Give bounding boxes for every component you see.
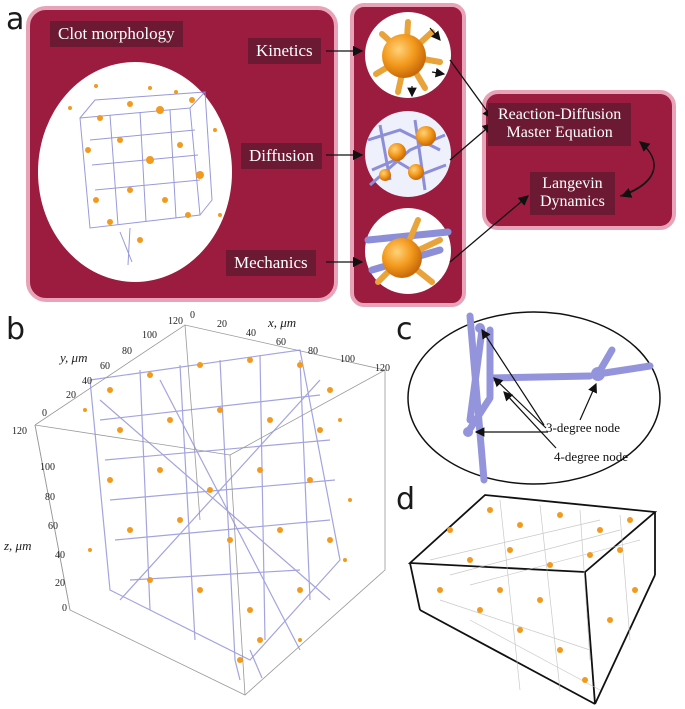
- clot-morphology-label: Clot morphology: [50, 21, 183, 47]
- panel-c-node-diagram: 3-degree node 4-degree node: [407, 311, 661, 485]
- z-tick-100: 100: [40, 462, 55, 473]
- z-tick-80: 80: [45, 492, 55, 503]
- rdme-line-2: Master Equation: [506, 124, 613, 142]
- x-tick-100: 100: [340, 354, 355, 365]
- y-tick-120: 120: [168, 316, 183, 327]
- label-3-degree-node: 3-degree node: [546, 420, 620, 435]
- mechanics-platelet-icon: [364, 217, 452, 285]
- x-tick-0: 0: [190, 310, 195, 321]
- panel-letter-a: a: [6, 2, 25, 37]
- z-tick-120: 120: [12, 426, 27, 437]
- y-tick-40: 40: [82, 376, 92, 387]
- fiber-network: [89, 349, 341, 681]
- langevin-line-1: Langevin: [542, 175, 603, 192]
- langevin-line-2: Dynamics: [540, 193, 605, 211]
- panel-letter-d: d: [396, 482, 416, 517]
- z-tick-0: 0: [62, 603, 67, 614]
- slab-platelets: [437, 507, 638, 683]
- panel-d-slab-diagram: [407, 494, 658, 705]
- panel-b-3d-plot: 0 20 40 60 80 100 120 0 20 40 60 80 100 …: [3, 310, 390, 696]
- x-tick-40: 40: [246, 328, 256, 339]
- rdme-line-1: Reaction-Diffusion: [498, 106, 622, 123]
- z-axis-label: z, μm: [3, 538, 31, 553]
- kinetics-label: Kinetics: [248, 38, 321, 64]
- kinetics-platelet-icon: [373, 19, 446, 98]
- y-tick-0: 0: [42, 408, 47, 419]
- y-tick-80: 80: [122, 346, 132, 357]
- x-axis-label: x, μm: [267, 315, 296, 330]
- panel-letter-b: b: [6, 312, 26, 347]
- z-tick-40: 40: [55, 550, 65, 561]
- langevin-label: Langevin Dynamics: [530, 172, 615, 215]
- x-tick-80: 80: [308, 346, 318, 357]
- diffusion-network-icon: [367, 119, 447, 191]
- mechanics-label: Mechanics: [226, 250, 316, 276]
- y-tick-100: 100: [142, 330, 157, 341]
- panel-letter-c: c: [396, 312, 413, 347]
- clot-morphology-image: [68, 84, 222, 266]
- z-tick-20: 20: [55, 578, 65, 589]
- label-4-degree-node: 4-degree node: [554, 449, 628, 464]
- x-tick-60: 60: [276, 337, 286, 348]
- x-tick-20: 20: [217, 319, 227, 330]
- clot-morphology-ellipse: [38, 62, 232, 282]
- y-axis-label: y, μm: [58, 350, 87, 365]
- platelets: [83, 357, 352, 663]
- x-tick-120: 120: [375, 363, 390, 374]
- z-tick-60: 60: [48, 521, 58, 532]
- y-tick-60: 60: [100, 361, 110, 372]
- diffusion-label: Diffusion: [241, 143, 322, 169]
- y-tick-20: 20: [66, 390, 76, 401]
- diffusion-circle: [365, 111, 451, 197]
- panel-a-arrows: [326, 45, 655, 268]
- rdme-label: Reaction-Diffusion Master Equation: [488, 103, 632, 146]
